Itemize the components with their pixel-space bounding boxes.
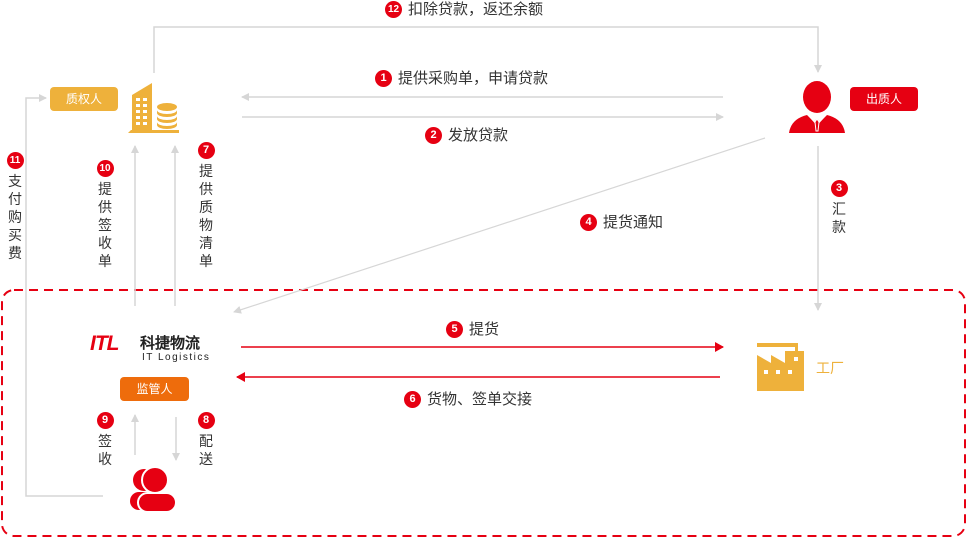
step-11-number: 11 (6, 152, 24, 169)
step-7-label: 7 提供质物清单 (197, 142, 215, 271)
step-5-number: 5 (446, 321, 463, 338)
step-1-label: 1 提供采购单，申请贷款 (375, 69, 548, 87)
connector-step-12 (153, 26, 822, 73)
step-1-text: 提供采购单，申请贷款 (398, 69, 549, 87)
step-10-label: 10 提供签收单 (96, 160, 114, 271)
step-3-number: 3 (830, 180, 848, 197)
step-9-text: 签收 (98, 434, 112, 468)
step-12-text: 扣除贷款，返还余额 (408, 0, 544, 18)
step-9-number: 9 (96, 412, 114, 429)
step-2-number: 2 (425, 127, 442, 144)
pledgor-badge: 出质人 (850, 87, 918, 111)
itl-logo-mark: ITL (90, 332, 119, 355)
step-12-label: 12 扣除贷款，返还余额 (385, 0, 543, 18)
step-4-number: 4 (580, 214, 597, 231)
step-11-text: 支付购买费 (8, 174, 22, 262)
step-11-label: 11 支付购买费 (6, 152, 24, 263)
step-9-label: 9 签收 (96, 412, 114, 469)
building-coins-icon (128, 83, 179, 133)
users-icon (130, 466, 176, 512)
step-4-text: 提货通知 (603, 213, 664, 231)
step-8-label: 8 配送 (197, 412, 215, 469)
step-7-text: 提供质物清单 (199, 164, 213, 270)
logistics-name-en: IT Logistics (142, 352, 211, 363)
supervision-region (1, 289, 966, 537)
step-12-number: 12 (385, 1, 402, 18)
step-8-text: 配送 (199, 434, 213, 468)
step-1-number: 1 (375, 70, 392, 87)
step-5-label: 5 提货 (446, 320, 499, 338)
logistics-logo: ITL 科捷物流 IT Logistics (90, 332, 225, 366)
step-4-label: 4 提货通知 (580, 213, 663, 231)
step-6-number: 6 (404, 391, 421, 408)
connector-step-11 (25, 94, 103, 497)
step-7-number: 7 (197, 142, 215, 159)
step-2-label: 2 发放贷款 (425, 126, 508, 144)
step-6-label: 6 货物、签单交接 (404, 390, 532, 408)
step-6-text: 货物、签单交接 (427, 390, 533, 408)
step-10-text: 提供签收单 (98, 182, 112, 270)
supervisor-badge: 监管人 (120, 377, 189, 401)
step-3-label: 3 汇款 (830, 180, 848, 237)
step-5-text: 提货 (469, 320, 500, 338)
step-2-text: 发放贷款 (448, 126, 509, 144)
pledgee-badge: 质权人 (50, 87, 118, 111)
connector-step-4 (233, 137, 766, 314)
step-3-text: 汇款 (832, 202, 846, 236)
businessman-icon (789, 81, 845, 133)
logistics-name-cn: 科捷物流 (140, 334, 201, 352)
step-8-number: 8 (197, 412, 215, 429)
factory-icon (757, 343, 804, 391)
step-10-number: 10 (96, 160, 114, 177)
factory-label: 工厂 (816, 361, 844, 377)
